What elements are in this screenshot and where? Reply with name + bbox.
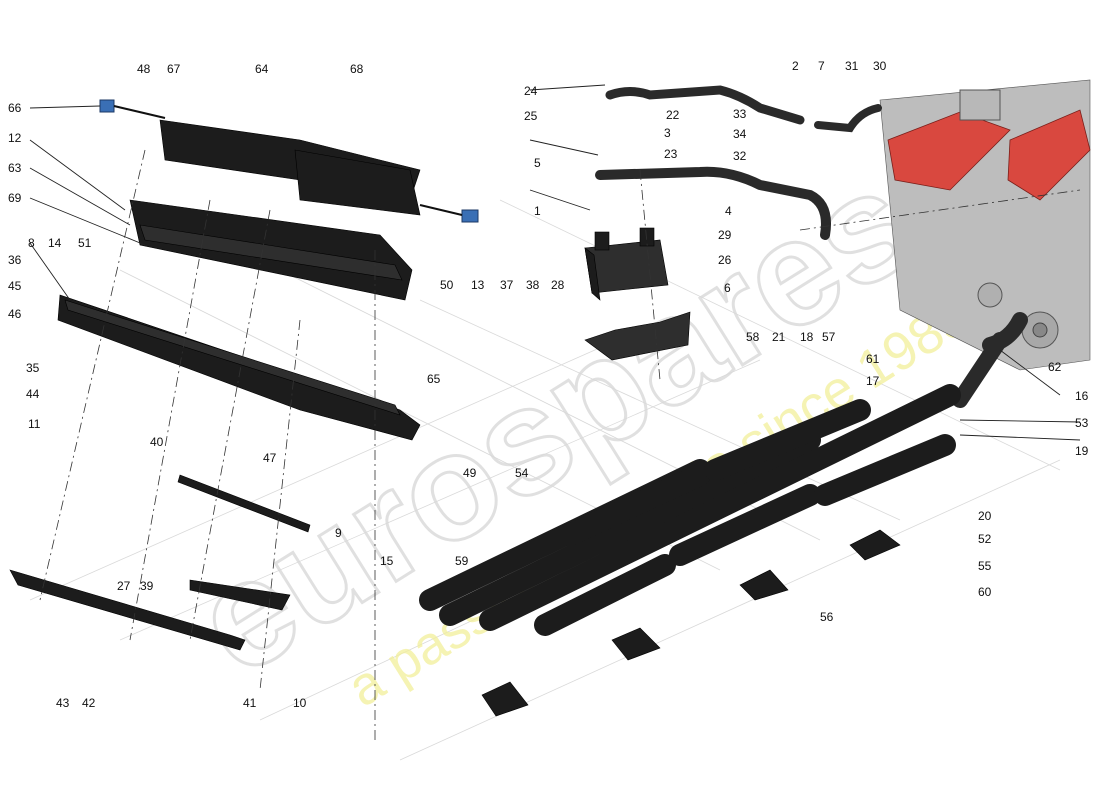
callout-label: 46 [8, 307, 22, 321]
callout-label: 48 [137, 62, 151, 76]
callout-label: 29 [718, 228, 732, 242]
callout-label: 63 [8, 161, 22, 175]
callout-label: 31 [845, 59, 859, 73]
radiator-covers [129, 119, 421, 301]
callout-label: 40 [150, 435, 164, 449]
callout-label: 30 [873, 59, 887, 73]
callout-label: 53 [1075, 416, 1089, 430]
callout-label: 33 [733, 107, 747, 121]
cooler-bracket [584, 311, 691, 361]
engine-block [879, 79, 1091, 371]
callout-label: 20 [978, 509, 992, 523]
callout-label: 21 [772, 330, 786, 344]
callout-label: 32 [733, 149, 747, 163]
callout-label: 58 [746, 330, 760, 344]
callout-label: 23 [664, 147, 678, 161]
callout-label: 64 [255, 62, 269, 76]
callout-leaders [29, 84, 1081, 441]
callout-label: 7 [818, 59, 825, 73]
callout-label: 35 [26, 361, 40, 375]
callout-label: 10 [293, 696, 307, 710]
callout-label: 5 [534, 156, 541, 170]
callout-label: 54 [515, 466, 529, 480]
callout-label: 11 [28, 417, 41, 431]
callout-label: 56 [820, 610, 834, 624]
callout-label: 66 [8, 101, 22, 115]
callout-label: 25 [524, 109, 538, 123]
callout-label: 37 [500, 278, 514, 292]
callout-label: 18 [800, 330, 814, 344]
lower-rails [9, 474, 311, 651]
callout-label: 49 [463, 466, 477, 480]
callout-label: 3 [664, 126, 671, 140]
callout-label: 55 [978, 559, 992, 573]
callout-label: 67 [167, 62, 181, 76]
callout-label: 61 [866, 352, 880, 366]
callout-label: 17 [866, 374, 880, 388]
callout-label: 50 [440, 278, 454, 292]
callout-label: 59 [455, 554, 469, 568]
callout-label: 16 [1075, 389, 1089, 403]
coolant-pipes [419, 384, 961, 636]
callout-label: 36 [8, 253, 22, 267]
callout-label: 65 [427, 372, 441, 386]
callout-label: 14 [48, 236, 62, 250]
callout-labels: 66 12 63 69 8 14 51 36 45 46 35 44 11 40… [8, 59, 1089, 710]
callout-label: 28 [551, 278, 565, 292]
callout-label: 51 [78, 236, 92, 250]
callout-label: 52 [978, 532, 992, 546]
callout-label: 39 [140, 579, 154, 593]
callout-label: 38 [526, 278, 540, 292]
callout-label: 22 [666, 108, 680, 122]
oil-cooler [584, 227, 669, 301]
callout-label: 19 [1075, 444, 1089, 458]
callout-label: 12 [8, 131, 22, 145]
callout-label: 24 [524, 84, 538, 98]
callout-label: 60 [978, 585, 992, 599]
callout-label: 4 [725, 204, 732, 218]
pipe-clamps [481, 529, 901, 717]
callout-label: 43 [56, 696, 70, 710]
callout-label: 15 [380, 554, 394, 568]
callout-label: 41 [243, 696, 257, 710]
sensor-connectors [99, 99, 479, 223]
callout-label: 69 [8, 191, 22, 205]
callout-label: 34 [733, 127, 747, 141]
callout-label: 44 [26, 387, 40, 401]
main-beam [57, 294, 421, 441]
coolant-hoses [595, 85, 1028, 408]
callout-label: 47 [263, 451, 277, 465]
callout-label: 2 [792, 59, 799, 73]
callout-label: 26 [718, 253, 732, 267]
callout-label: 13 [471, 278, 485, 292]
callout-label: 45 [8, 279, 22, 293]
callout-label: 27 [117, 579, 131, 593]
callout-label: 62 [1048, 360, 1062, 374]
callout-label: 57 [822, 330, 836, 344]
callout-label: 42 [82, 696, 96, 710]
assembly-leaders [39, 149, 1081, 740]
callout-label: 6 [724, 281, 731, 295]
callout-label: 8 [28, 236, 35, 250]
callout-label: 1 [534, 204, 541, 218]
callout-label: 68 [350, 62, 364, 76]
callout-label: 9 [335, 526, 342, 540]
